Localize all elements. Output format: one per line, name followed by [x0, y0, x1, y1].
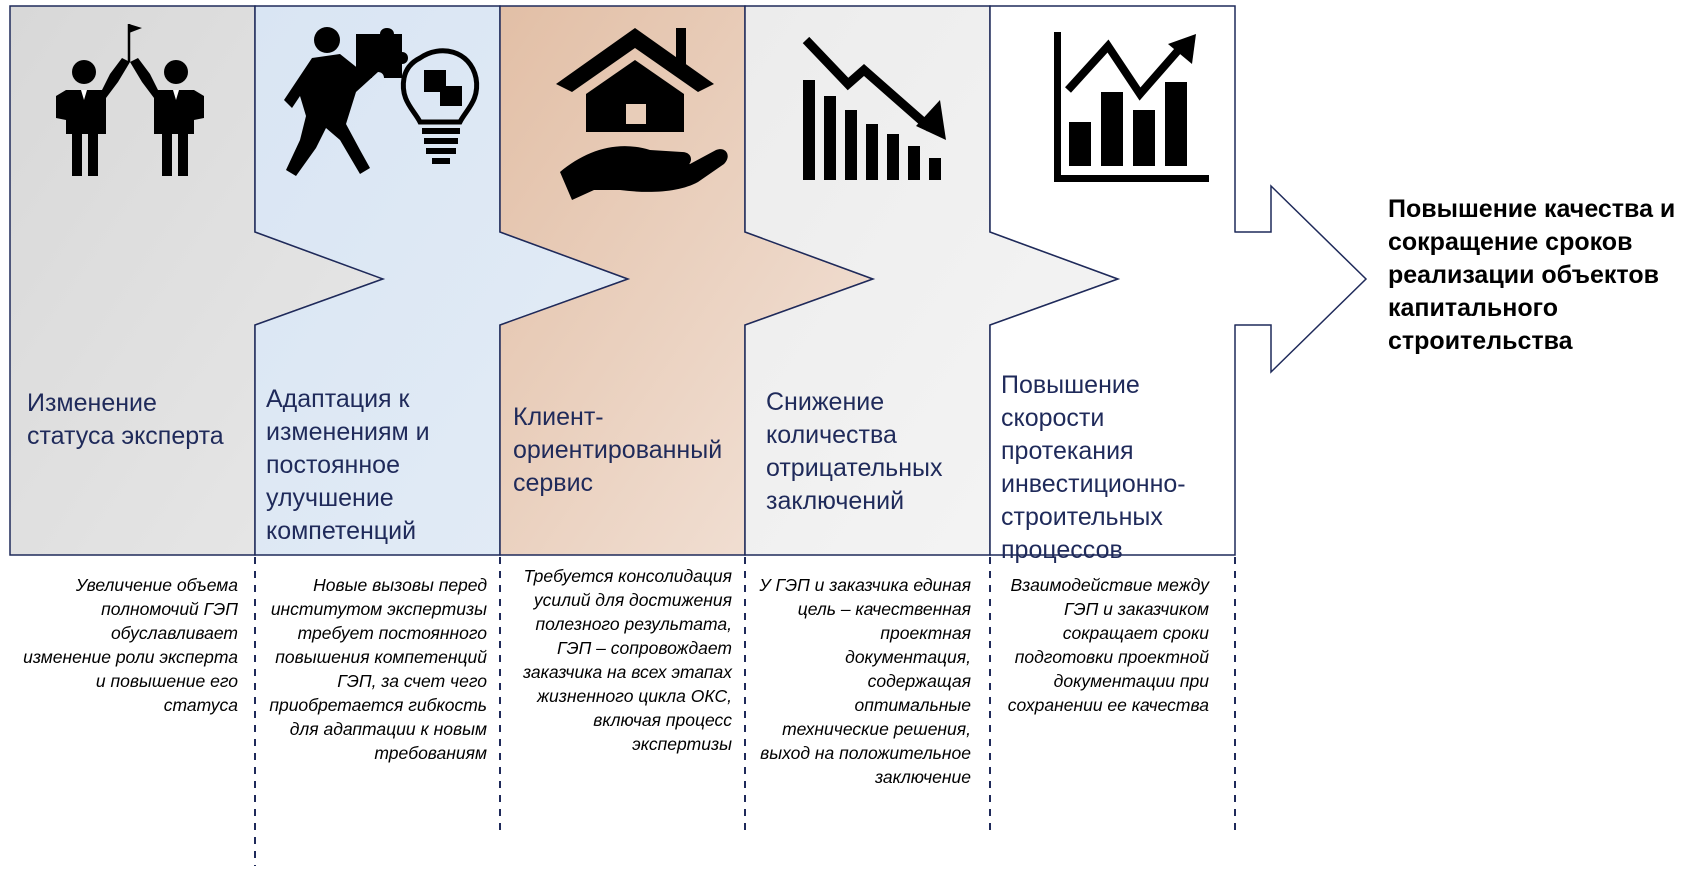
puzzle-lightbulb-icon: [284, 27, 480, 176]
result-text: Повышение качества и сокращение сроков р…: [1388, 195, 1676, 355]
stage-description-2: Новые вызовы перед институтом экспертизы…: [269, 575, 487, 763]
stage-title-2: Адаптация к изменениям и постоянное улуч…: [266, 385, 430, 545]
handshake-people-icon: [56, 24, 204, 176]
declining-chart-icon: [802, 36, 946, 180]
stage-title-4: Снижение количества отрицательных заключ…: [766, 388, 943, 515]
stage-description-4: У ГЭП и заказчика единая цель – качестве…: [759, 575, 971, 787]
stage-description-3: Требуется консолидация усилий для достиж…: [522, 566, 732, 754]
growing-chart-icon: [1054, 32, 1209, 182]
stage-title-5: Повышение скорости протекания инвестицио…: [1001, 371, 1186, 564]
stage-title-3: Клиент-ориентированный сервис: [513, 403, 723, 497]
stage-description-1: Увеличение объема полномочий ГЭП обуслав…: [23, 575, 238, 715]
result-arrow: [1235, 184, 1368, 374]
stage-title-1: Изменение статуса эксперта: [27, 389, 224, 450]
stage-description-5: Взаимодействие между ГЭП и заказчиком со…: [1007, 575, 1209, 715]
house-in-hand-icon: [556, 28, 728, 200]
